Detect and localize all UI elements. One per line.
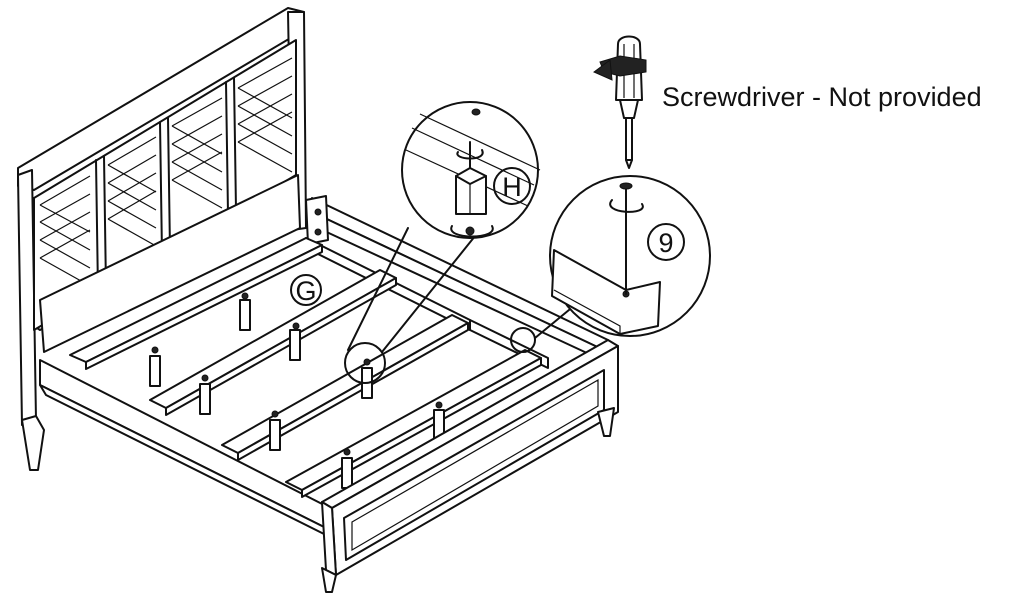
headboard (17, 7, 307, 471)
part-g-text: G (295, 276, 316, 306)
callout-screw-9: 9 (510, 175, 711, 353)
rotation-arrow-icon (450, 225, 494, 238)
rotation-arrow-icon (456, 149, 484, 160)
part-9-text: 9 (658, 228, 673, 258)
callout-leg-h: H (344, 101, 541, 384)
rotation-arrow-icon (609, 199, 644, 213)
tool-note-text: Screwdriver - Not provided (662, 82, 982, 112)
bed-slats (69, 237, 542, 498)
footboard (321, 339, 619, 593)
screwdriver-icon (593, 35, 647, 169)
part-h-text: H (502, 172, 522, 202)
part-label-g: G (290, 274, 322, 306)
side-rail-right (305, 195, 609, 361)
